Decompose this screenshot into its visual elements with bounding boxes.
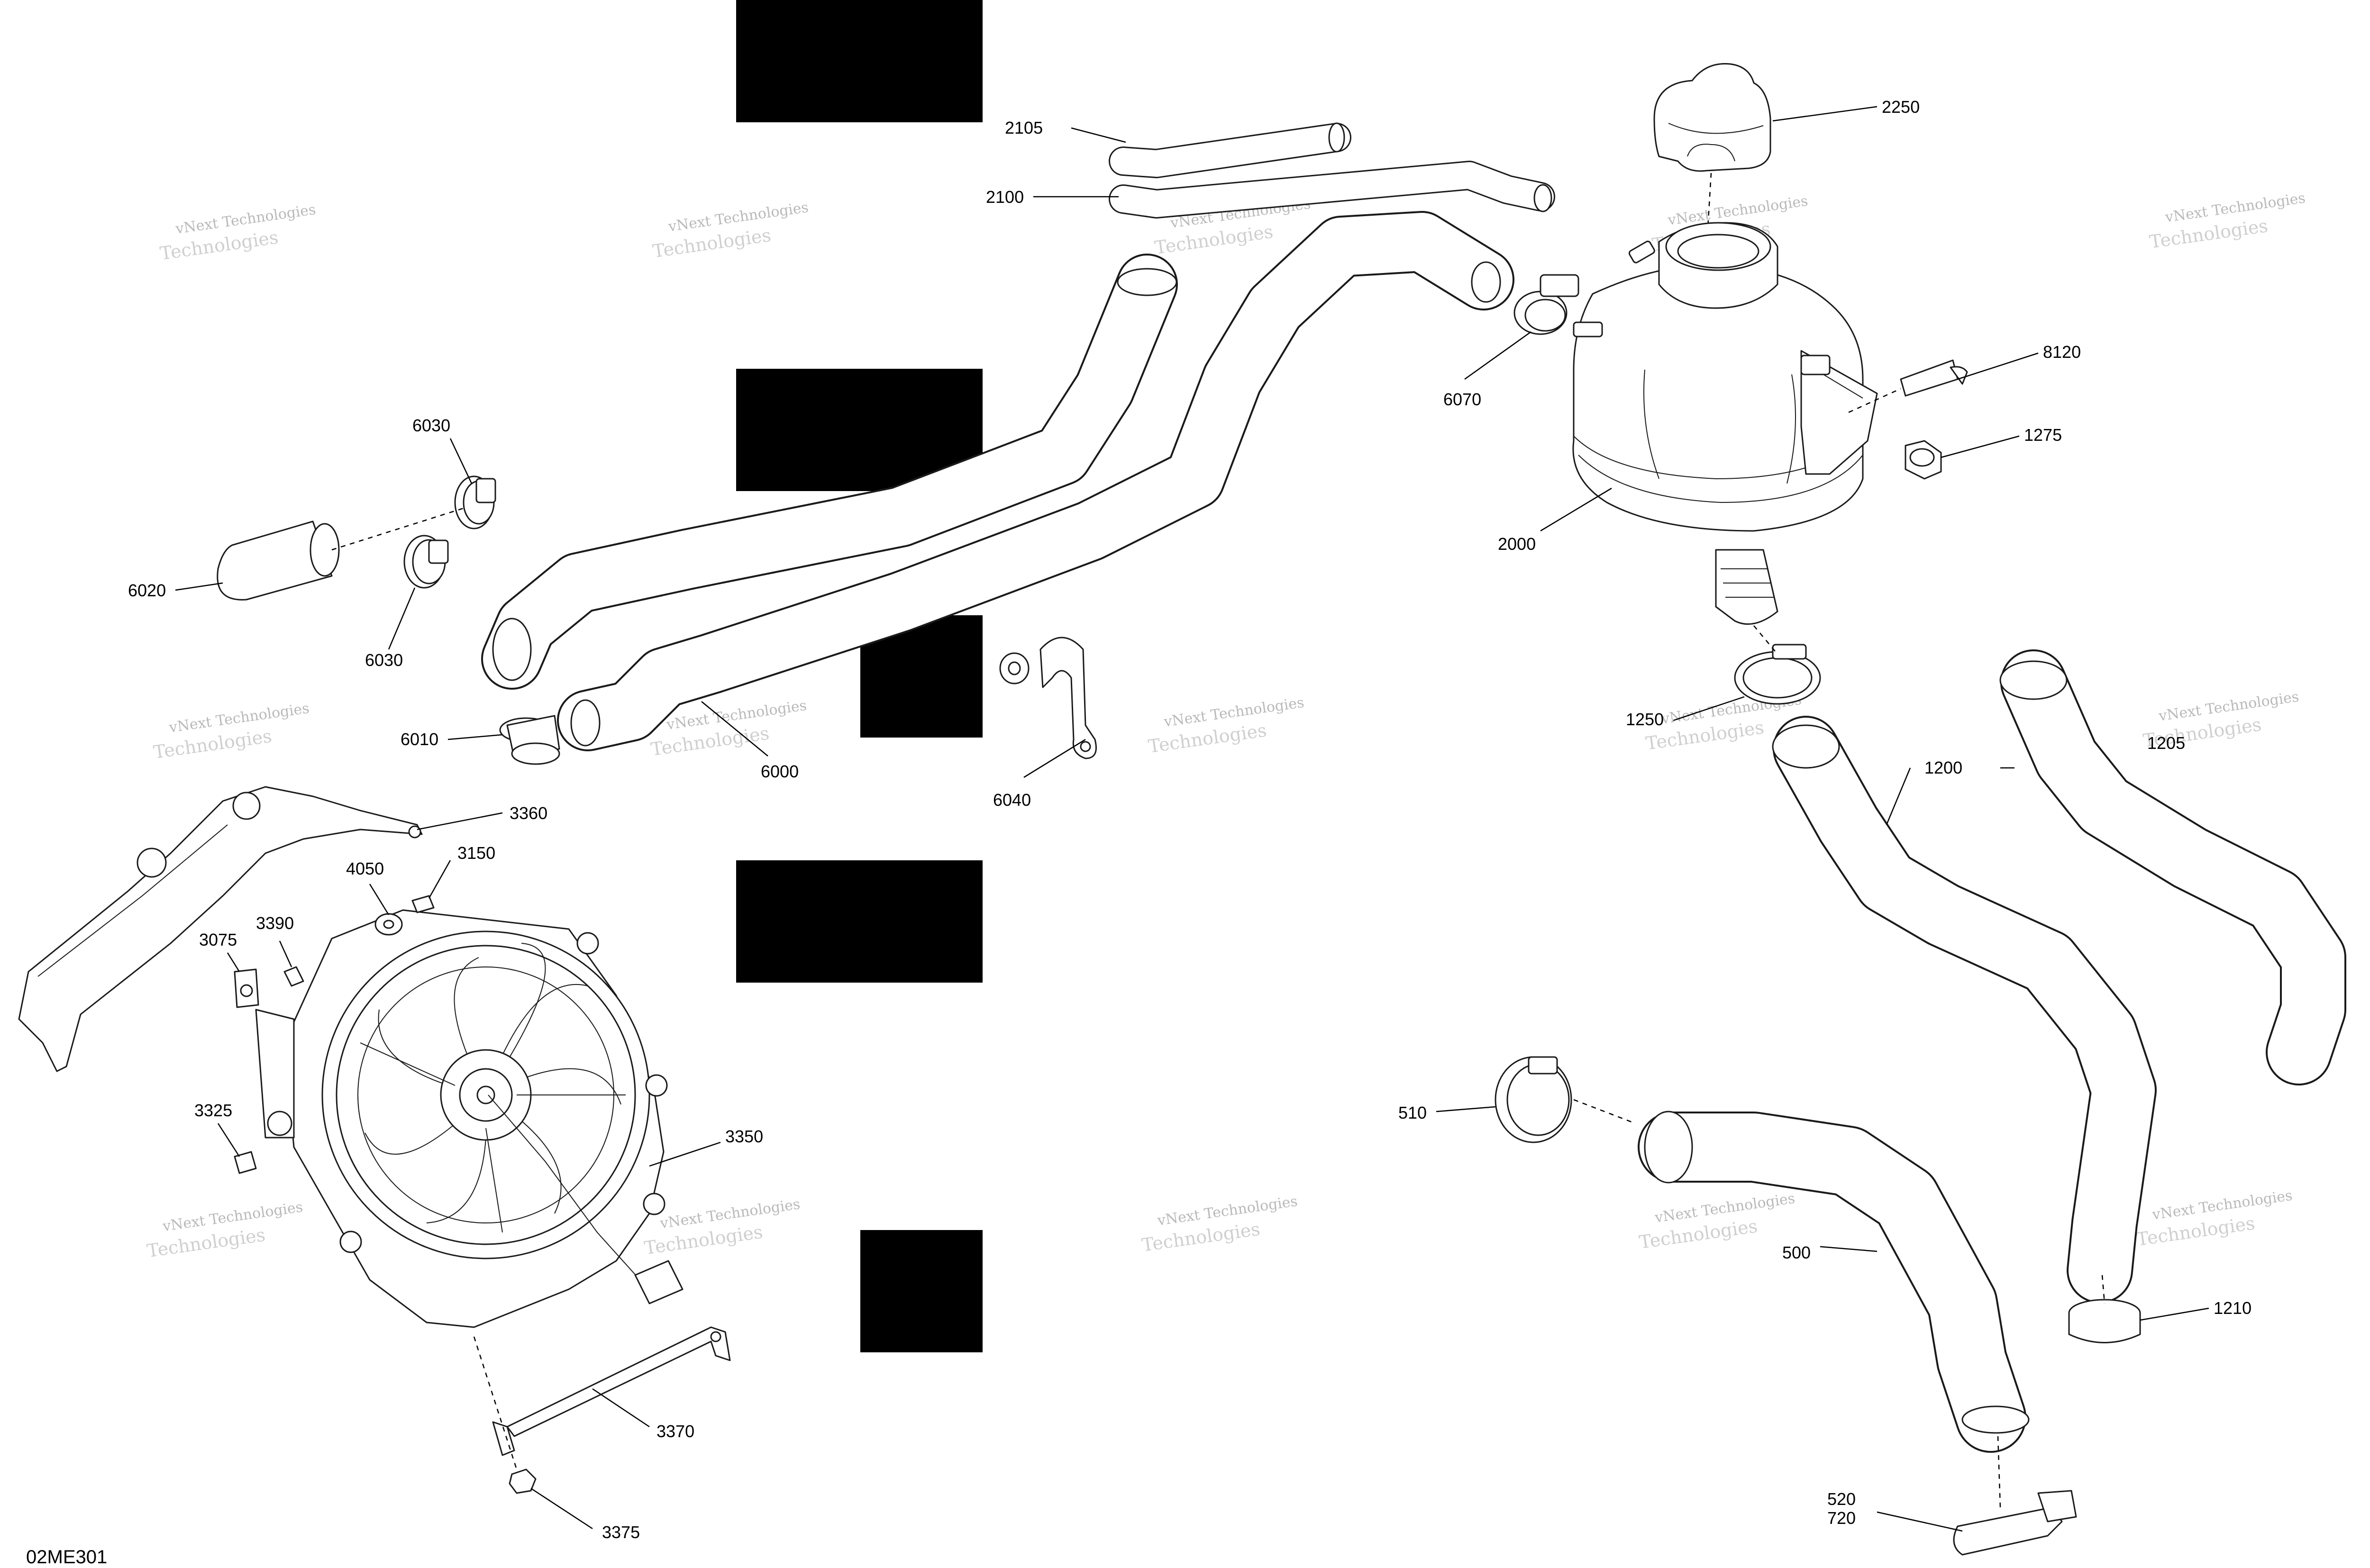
callout-3375: 3375 — [602, 1522, 640, 1542]
clamp-510 — [1495, 1056, 1572, 1143]
fan-assembly-3350 — [255, 909, 684, 1328]
hose-2105 — [1109, 122, 1351, 178]
fitting-8120 — [1900, 359, 1968, 397]
clamp-6070 — [1513, 274, 1579, 335]
callout-3150: 3150 — [457, 843, 495, 863]
alignment-line — [1848, 388, 1901, 413]
fastener-3390 — [283, 966, 304, 987]
redaction-box — [736, 0, 983, 122]
clip-3075 — [234, 968, 259, 1008]
callout-6030: 6030 — [365, 650, 403, 670]
callout-3360: 3360 — [510, 803, 547, 823]
callout-3390: 3390 — [256, 913, 294, 933]
callout-1205: 1205 — [2147, 733, 2185, 753]
clamp-6030-upper — [454, 475, 496, 529]
screw-3150 — [411, 895, 435, 913]
callout-3075: 3075 — [199, 930, 237, 949]
callout-6040: 6040 — [993, 790, 1031, 810]
hose-upper-large — [481, 254, 1178, 690]
hose-500 — [1638, 1111, 2030, 1453]
callout-6030: 6030 — [412, 416, 450, 435]
clamp-6010 — [499, 715, 560, 765]
hose-2100 — [1109, 161, 1555, 219]
hose-6000 — [557, 211, 1514, 751]
callout-8120: 8120 — [2043, 342, 2081, 362]
leader-lines — [175, 106, 2209, 1532]
callout-3370: 3370 — [656, 1422, 694, 1441]
clamp-1250 — [1734, 644, 1821, 705]
callout-3325: 3325 — [194, 1101, 232, 1120]
callout-4050: 4050 — [346, 859, 384, 878]
callout-510: 510 — [1398, 1103, 1427, 1122]
alignment-line — [1573, 1099, 1636, 1124]
redaction-box — [736, 860, 983, 983]
pressure-cap-2250 — [1653, 63, 1771, 172]
callout-1200: 1200 — [1924, 758, 1962, 777]
callout-500: 500 — [1782, 1243, 1811, 1262]
clamp-1210 — [2068, 1299, 2141, 1343]
hose-1205 — [1999, 649, 2346, 1085]
alignment-line — [1997, 1436, 2001, 1508]
clamp-6030-lower — [403, 535, 449, 589]
callout-6000: 6000 — [761, 762, 799, 781]
callout-1275: 1275 — [2024, 425, 2062, 445]
callout-6070: 6070 — [1443, 390, 1481, 409]
washer-4050 — [374, 913, 403, 936]
hose-1200 — [1772, 716, 2157, 1304]
callout-3350: 3350 — [725, 1127, 763, 1146]
callout-2000: 2000 — [1498, 534, 1536, 554]
clamp-520-720 — [1953, 1490, 2077, 1556]
callout-2100: 2100 — [986, 187, 1024, 207]
drawing-id: 02ME301 — [26, 1547, 107, 1568]
coolant-reservoir-2000 — [1572, 222, 1878, 625]
callout-2105: 2105 — [1005, 118, 1043, 137]
alignment-line — [331, 506, 467, 551]
redaction-box — [860, 1230, 983, 1352]
callout-1250: 1250 — [1626, 710, 1664, 729]
nut-1275 — [1905, 440, 1942, 480]
alignment-line — [1753, 625, 1778, 655]
clip-3325 — [234, 1151, 257, 1174]
callout-6010: 6010 — [401, 729, 438, 749]
callout-520: 520 — [1827, 1489, 1856, 1509]
callout-labels: 2105 2100 2250 6030 6030 6020 6070 8120 … — [128, 97, 2252, 1542]
callout-2250: 2250 — [1882, 97, 1920, 117]
bracket-6040 — [999, 637, 1097, 759]
callout-720: 720 — [1827, 1508, 1856, 1528]
alignment-line — [1705, 173, 1712, 252]
callout-6020: 6020 — [128, 581, 166, 600]
hose-6020 — [217, 520, 340, 601]
alignment-line — [473, 1336, 518, 1470]
callout-1210: 1210 — [2214, 1298, 2252, 1318]
nut-3375 — [509, 1468, 537, 1494]
bracket-3360 — [18, 786, 423, 1072]
